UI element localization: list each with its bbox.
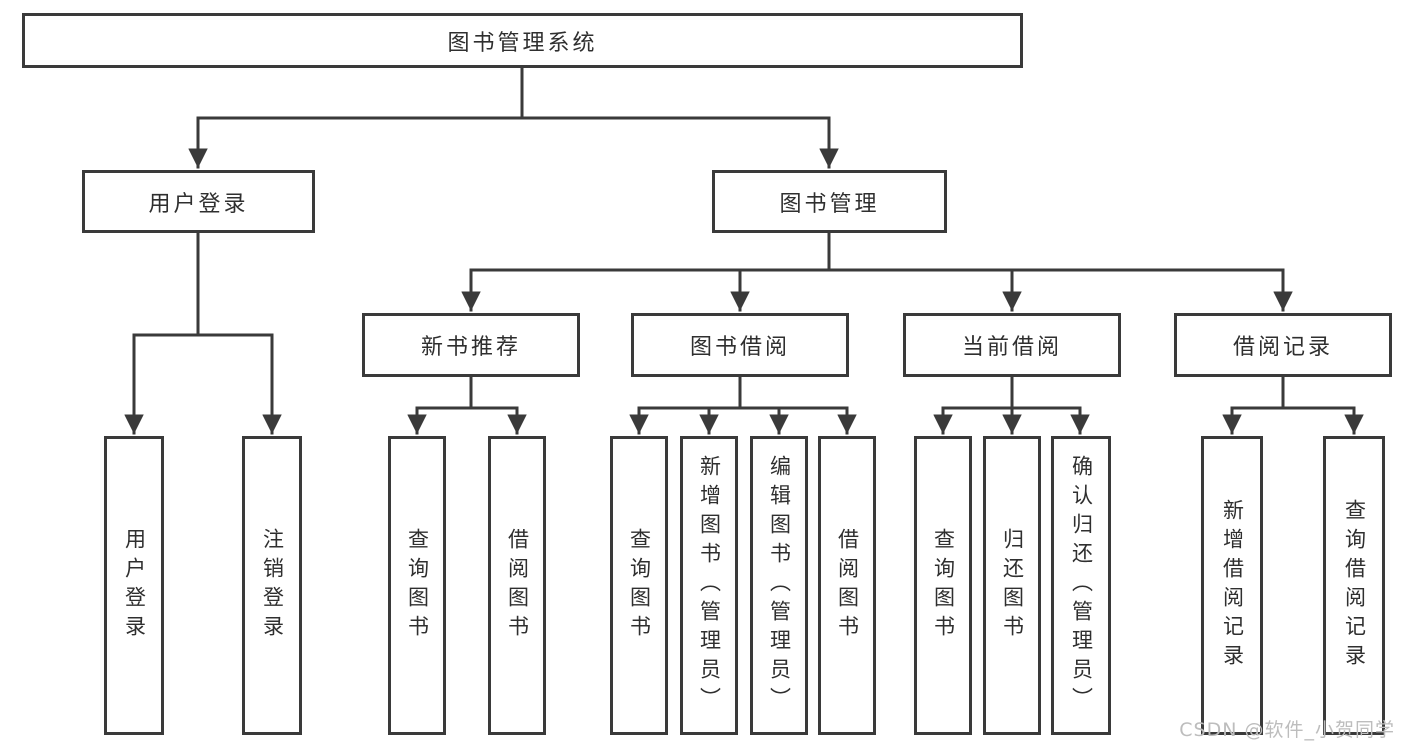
csdn-watermark: CSDN @软件_小贺同学 <box>1179 719 1395 741</box>
leaf-current-return-label: 归还图书 <box>1000 527 1025 644</box>
leaf-current-confirm-admin-label: 确认归还（管理员） <box>1069 455 1094 716</box>
node-current-borrow: 当前借阅 <box>903 313 1121 377</box>
leaf-current-query: 查询图书 <box>914 436 972 735</box>
leaf-current-return: 归还图书 <box>983 436 1041 735</box>
wire-newbooks-to-leaves <box>407 375 527 435</box>
leaf-records-add-label: 新增借阅记录 <box>1220 498 1245 673</box>
node-new-books-label: 新书推荐 <box>420 335 521 360</box>
node-book-borrow: 图书借阅 <box>631 313 849 377</box>
leaf-borrow-query: 查询图书 <box>610 436 668 735</box>
node-user-login: 用户登录 <box>82 170 315 233</box>
leaf-newbooks-borrow-label: 借阅图书 <box>505 527 530 644</box>
leaf-records-query-label: 查询借阅记录 <box>1342 498 1367 673</box>
wire-bookborrow-to-leaves <box>629 375 857 435</box>
leaf-borrow-edit-admin-label: 编辑图书（管理员） <box>767 455 792 716</box>
wire-bookmgmt-to-level3 <box>461 231 1293 312</box>
node-current-borrow-label: 当前借阅 <box>961 335 1062 360</box>
node-book-mgmt-label: 图书管理 <box>779 191 880 217</box>
leaf-borrow-query-label: 查询图书 <box>627 527 652 644</box>
leaf-current-confirm-admin: 确认归还（管理员） <box>1051 436 1111 735</box>
wire-userlogin-to-leaves <box>124 231 282 435</box>
leaf-records-add: 新增借阅记录 <box>1201 436 1263 735</box>
leaf-user-login-label: 用户登录 <box>122 527 147 644</box>
leaf-newbooks-borrow: 借阅图书 <box>488 436 546 735</box>
wire-root-to-level2 <box>188 66 839 169</box>
wire-borrowrecords-to-leaves <box>1222 375 1364 435</box>
leaf-borrow-borrow-label: 借阅图书 <box>835 527 860 644</box>
node-book-borrow-label: 图书借阅 <box>689 335 790 360</box>
node-root-label: 图书管理系统 <box>447 30 598 56</box>
leaf-logout-label: 注销登录 <box>260 527 285 644</box>
leaf-newbooks-query: 查询图书 <box>388 436 446 735</box>
leaf-user-login: 用户登录 <box>104 436 164 735</box>
leaf-borrow-add-admin-label: 新增图书（管理员） <box>697 455 722 716</box>
node-book-mgmt: 图书管理 <box>712 170 947 233</box>
node-user-login-label: 用户登录 <box>148 191 249 217</box>
leaf-newbooks-query-label: 查询图书 <box>405 527 430 644</box>
leaf-borrow-edit-admin: 编辑图书（管理员） <box>750 436 808 735</box>
leaf-borrow-add-admin: 新增图书（管理员） <box>680 436 738 735</box>
leaf-records-query: 查询借阅记录 <box>1323 436 1385 735</box>
leaf-current-query-label: 查询图书 <box>931 527 956 644</box>
node-borrow-records: 借阅记录 <box>1174 313 1392 377</box>
node-root: 图书管理系统 <box>22 13 1023 68</box>
leaf-logout: 注销登录 <box>242 436 302 735</box>
node-new-books: 新书推荐 <box>362 313 580 377</box>
leaf-borrow-borrow: 借阅图书 <box>818 436 876 735</box>
wire-currentborrow-to-leaves <box>933 375 1090 435</box>
node-borrow-records-label: 借阅记录 <box>1232 335 1333 360</box>
